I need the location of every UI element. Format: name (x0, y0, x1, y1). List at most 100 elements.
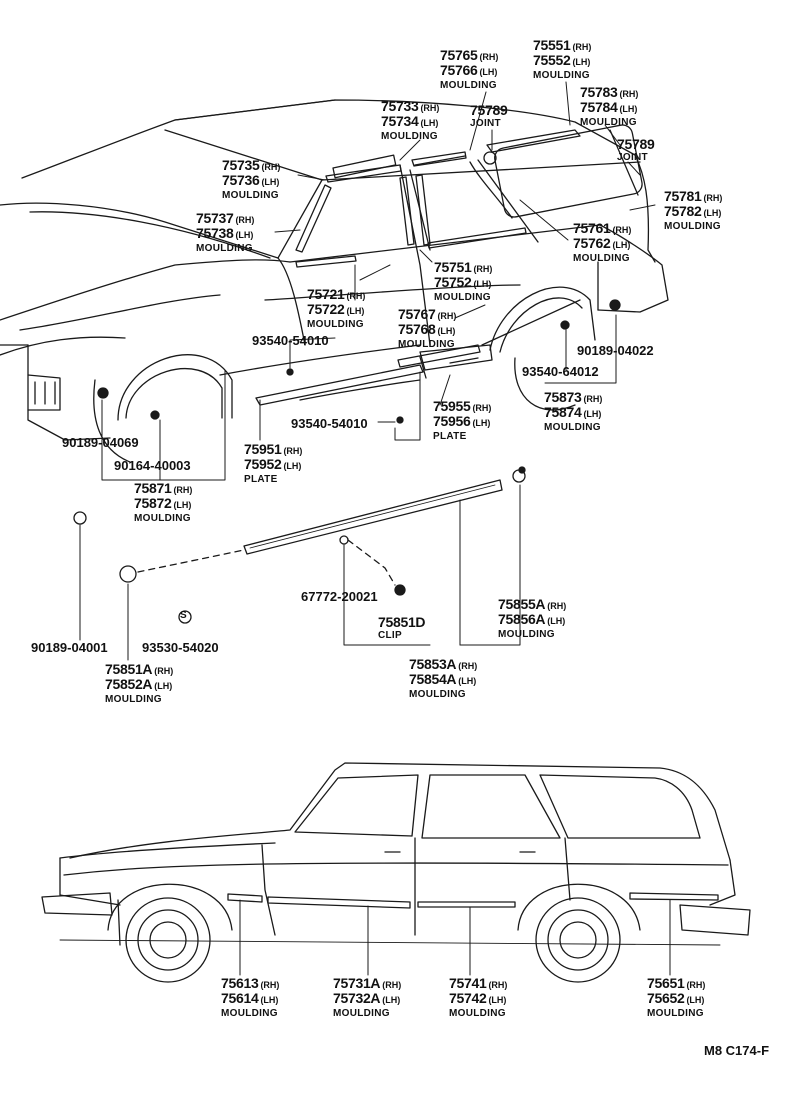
part-number: 75874 (544, 404, 582, 420)
part-number: 75742 (449, 990, 487, 1006)
part-number: 75761 (573, 220, 611, 236)
part-number: 75851D (378, 614, 426, 630)
side-tag: (RH) (173, 485, 193, 495)
side-tag: (LH) (283, 461, 302, 471)
part-number: 75762 (573, 235, 611, 251)
part-description: MOULDING (533, 70, 590, 81)
part-number: 75651 (647, 975, 685, 991)
side-tag: (LH) (547, 616, 566, 626)
part-number: 75952 (244, 456, 282, 472)
side-tag: (LH) (686, 995, 705, 1005)
part-description: MOULDING (381, 131, 438, 142)
part-number: 75782 (664, 203, 702, 219)
part-number: 75551 (533, 37, 571, 53)
part-description: MOULDING (307, 319, 364, 330)
fastener-90189-04022: 90189-04022 (577, 343, 654, 358)
part-description: MOULDING (196, 243, 253, 254)
part-number: 75783 (580, 84, 618, 100)
side-tag: (LH) (260, 995, 279, 1005)
part-description: MOULDING (647, 1008, 704, 1019)
side-tag: (RH) (235, 215, 255, 225)
fastener-93530-54020: 93530-54020 (142, 640, 219, 655)
part-description: MOULDING (105, 694, 162, 705)
part-number: 75853A (409, 656, 457, 672)
part-number: 75733 (381, 98, 419, 114)
callout-75855a: 75855A(RH) 75856A(LH) MOULDING (498, 597, 566, 641)
part-number: 75871 (134, 480, 172, 496)
callout-75873: 75873(RH) 75874(LH) MOULDING (544, 390, 602, 434)
part-number: 75721 (307, 286, 345, 302)
callout-75955: 75955(RH) 75956(LH) PLATE (433, 399, 492, 443)
side-tag: (LH) (703, 208, 722, 218)
part-number: 75872 (134, 495, 172, 511)
callout-75735: 75735(RH) 75736(LH) MOULDING (222, 157, 281, 202)
side-tag: (LH) (346, 306, 365, 316)
part-description: JOINT (470, 118, 501, 129)
upper-leader-lines (101, 81, 656, 481)
side-tag: (LH) (173, 500, 192, 510)
part-number: 75752 (434, 274, 472, 290)
side-tag: (LH) (572, 57, 591, 67)
fastener-90189-04069: 90189-04069 (62, 435, 139, 450)
side-tag: (LH) (583, 409, 602, 419)
part-number: 75734 (381, 113, 419, 129)
joint-75789-upper: 75789 JOINT (470, 103, 508, 130)
part-description: MOULDING (573, 253, 630, 264)
fastener-93540-54010-lower: 93540-54010 (291, 416, 368, 431)
callout-75851a: 75851A(RH) 75852A(LH) MOULDING (105, 662, 173, 706)
side-tag: (LH) (479, 67, 498, 77)
side-tag: (LH) (382, 995, 401, 1005)
part-description: MOULDING (664, 221, 721, 232)
callout-75751: 75751(RH) 75752(LH) MOULDING (434, 259, 493, 304)
part-number: 75781 (664, 188, 702, 204)
part-description: MOULDING (134, 513, 191, 524)
part-number: 75614 (221, 990, 259, 1006)
callout-75613: 75613(RH) 75614(LH) MOULDING (221, 976, 279, 1020)
callout-75951: 75951(RH) 75952(LH) PLATE (244, 442, 302, 486)
side-tag: (LH) (420, 118, 439, 128)
fastener-93540-64012: 93540-64012 (522, 364, 599, 379)
part-number: 75856A (498, 611, 546, 627)
side-tag: (RH) (472, 403, 492, 413)
side-tag: (LH) (154, 681, 173, 691)
part-description: MOULDING (398, 339, 455, 350)
callout-75733: 75733(RH) 75734(LH) MOULDING (381, 98, 439, 143)
side-tag: (RH) (261, 162, 281, 172)
side-tag: (LH) (619, 104, 638, 114)
callout-75853a: 75853A(RH) 75854A(LH) MOULDING (409, 656, 478, 701)
mid-leader-lines (79, 484, 521, 661)
fastener-90164-40003: 90164-40003 (114, 458, 191, 473)
fastener-67772-20021: 67772-20021 (301, 589, 378, 604)
part-description: MOULDING (221, 1008, 278, 1019)
part-number: 75854A (409, 671, 457, 687)
part-number: 75956 (433, 413, 471, 429)
callout-75767: 75767(RH) 75768(LH) MOULDING (398, 307, 457, 351)
callout-75783: 75783(RH) 75784(LH) MOULDING (580, 84, 638, 129)
part-number: 75737 (196, 210, 234, 226)
callout-75871: 75871(RH) 75872(LH) MOULDING (134, 480, 193, 525)
callout-75781: 75781(RH) 75782(LH) MOULDING (664, 188, 723, 233)
part-number: 75741 (449, 975, 487, 991)
s-symbol: S (180, 610, 187, 621)
fastener-90189-04001: 90189-04001 (31, 640, 108, 655)
side-tag: (LH) (612, 240, 631, 250)
side-tag: (RH) (572, 42, 592, 52)
part-number: 75735 (222, 157, 260, 173)
part-description: MOULDING (222, 190, 279, 201)
part-number: 75722 (307, 301, 345, 317)
callout-75551: 75551(RH) 75552(LH) MOULDING (533, 37, 592, 82)
side-tag: (RH) (703, 193, 723, 203)
joint-75789-rear: 75789 JOINT (617, 137, 655, 164)
part-number: 75751 (434, 259, 472, 275)
side-tag: (RH) (473, 264, 493, 274)
part-number: 75731A (333, 975, 381, 991)
side-tag: (RH) (437, 311, 457, 321)
side-tag: (RH) (479, 52, 499, 62)
lower-leader-lines (239, 899, 671, 976)
side-tag: (RH) (458, 661, 478, 671)
part-description: MOULDING (409, 689, 466, 700)
part-number: 75652 (647, 990, 685, 1006)
part-number: 75732A (333, 990, 381, 1006)
